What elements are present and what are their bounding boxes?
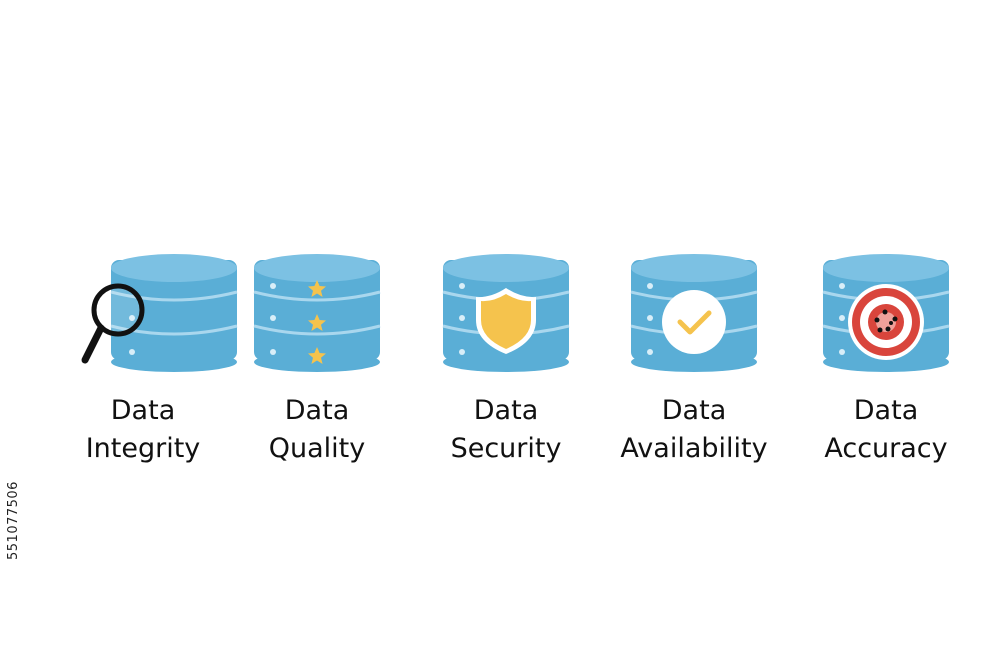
db-bottom: [111, 352, 237, 372]
db-dot: [270, 315, 276, 321]
database-icon: [630, 254, 758, 372]
db-dot: [270, 283, 276, 289]
db-bottom: [443, 352, 569, 372]
db-top: [443, 254, 569, 282]
db-dot: [129, 315, 135, 321]
database-icon: [442, 254, 570, 372]
db-dot: [459, 349, 465, 355]
db-bottom: [823, 352, 949, 372]
stars-icon: [308, 280, 326, 364]
db-dot: [647, 349, 653, 355]
db-dot: [459, 315, 465, 321]
db-dot: [270, 349, 276, 355]
db-body: [254, 260, 380, 360]
label-line-1: Data: [473, 395, 539, 426]
database-stack: [110, 254, 238, 372]
item-data-availability: Data Availability: [584, 250, 804, 468]
db-bottom: [631, 352, 757, 372]
magnifier-icon: [81, 283, 145, 364]
db-dot: [647, 315, 653, 321]
label-line-1: Data: [853, 395, 919, 426]
label-line-2: Accuracy: [824, 433, 948, 464]
label-line-1: Data: [110, 395, 176, 426]
db-dot: [839, 315, 845, 321]
label-line-2: Security: [450, 433, 562, 464]
item-label: Data Integrity: [33, 392, 253, 468]
side-id-text: 551077506: [6, 430, 36, 560]
database-icon: [253, 254, 381, 372]
db-top: [631, 254, 757, 282]
item-label: Data Quality: [207, 392, 427, 468]
db-top: [111, 254, 237, 282]
db-dot: [839, 283, 845, 289]
side-id-label: 551077506: [6, 481, 21, 560]
label-line-2: Availability: [620, 433, 768, 464]
db-ring: [253, 324, 381, 336]
item-data-integrity: Data Integrity: [33, 250, 253, 468]
label-line-1: Data: [284, 395, 350, 426]
db-top: [823, 254, 949, 282]
item-label: Data Security: [396, 392, 616, 468]
db-dot: [459, 283, 465, 289]
db-ring: [110, 324, 238, 336]
shield-icon: [476, 288, 536, 354]
item-data-quality: Data Quality: [207, 250, 427, 468]
checkmark-icon: [662, 290, 726, 354]
database-icon: [822, 254, 950, 372]
database-icon: [81, 254, 238, 372]
label-line-2: Quality: [268, 433, 366, 464]
item-label: Data Accuracy: [776, 392, 996, 468]
label-line-1: Data: [661, 395, 727, 426]
db-dot: [839, 349, 845, 355]
db-bottom: [254, 352, 380, 372]
db-dot: [129, 349, 135, 355]
db-top: [254, 254, 380, 282]
item-data-security: Data Security: [396, 250, 616, 468]
target-icon: [848, 284, 924, 360]
db-body: [111, 260, 237, 360]
item-label: Data Availability: [584, 392, 804, 468]
db-ring: [110, 290, 238, 302]
label-line-2: Integrity: [85, 433, 201, 464]
db-dot: [647, 283, 653, 289]
db-ring: [253, 290, 381, 302]
item-data-accuracy: Data Accuracy: [776, 250, 996, 468]
